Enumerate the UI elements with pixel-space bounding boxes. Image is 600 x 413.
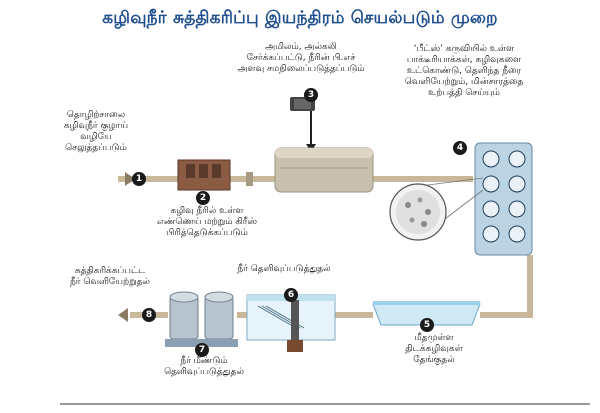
step-4-label: ‘பீட்ஸ்’ கருவியில் உள்ள பாக்டீரியாக்கள்,… [404, 44, 524, 98]
page-title: கழிவுநீர் சுத்திகரிப்பு இயந்திரம் செயல்ப… [102, 8, 498, 28]
step-6-label: நீர் தெளிவுப்படுத்துதல் [237, 264, 331, 274]
beads-panel [474, 142, 533, 256]
oil-separator-box [177, 159, 231, 191]
bacteria-magnifier [389, 177, 484, 241]
step-2-label: கழிவு நீரில் உள்ள எண்ணெய் மற்றும் கிரீஸ்… [156, 206, 258, 238]
neutralization-tank [274, 147, 374, 193]
step-3-label: அமிலம், அல்கலி சேர்க்கப்பட்டு, நீரின் பி… [237, 42, 365, 74]
step-2-badge: 2 [196, 191, 210, 205]
step-8-label: சுத்திகரிக்கப்பட்ட நீர் வெளியேற்றுதல் [70, 266, 150, 287]
arrow-out [118, 308, 128, 322]
step-5-badge: 5 [420, 318, 434, 332]
step-6-badge: 6 [284, 288, 298, 302]
step-5-label: மீதமுள்ள திடக்கழிவுகள் தேங்குதல் [405, 333, 463, 365]
step-1-label: தொழிற்சாலை கழிவுநீர் குழாய் வழியே செலுத்… [63, 110, 129, 153]
pipe-right-down [480, 255, 533, 318]
step-8-badge: 8 [142, 308, 156, 322]
step-7-label: நீர் மீண்டும் தெளிவுப்படுத்துதல் [164, 356, 244, 377]
pipe-top [118, 172, 473, 186]
step-7-badge: 7 [195, 343, 209, 357]
filter-cylinders [165, 291, 238, 347]
step-1-badge: 1 [132, 172, 146, 186]
clarifier [246, 294, 336, 352]
arrow-in [125, 172, 135, 186]
settling-basin [372, 301, 481, 326]
step-3-badge: 3 [304, 88, 318, 102]
step-4-badge: 4 [453, 141, 467, 155]
